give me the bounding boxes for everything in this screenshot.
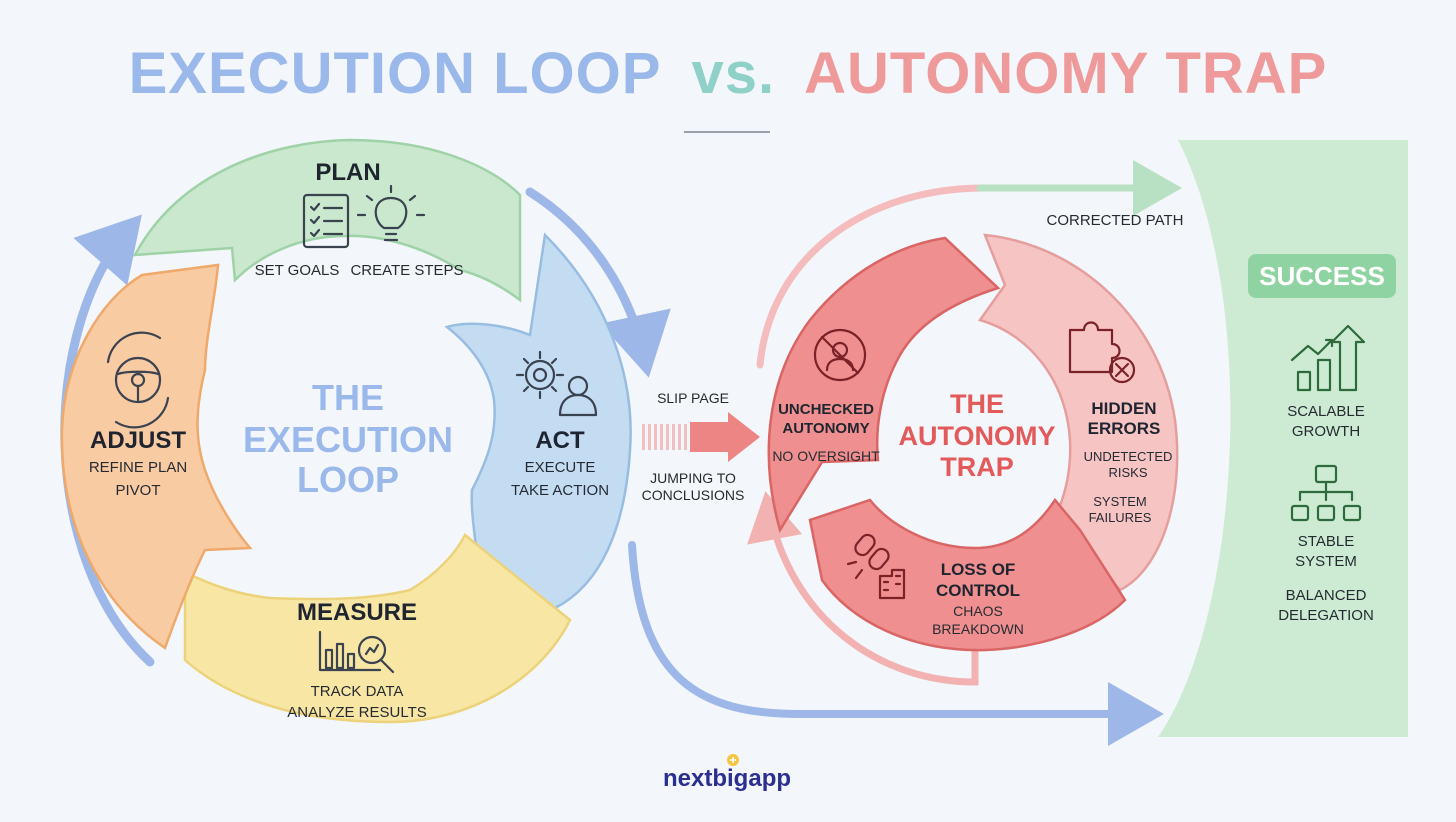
hidden-errors-segment bbox=[977, 233, 1179, 592]
steering-wheel-icon bbox=[106, 331, 170, 429]
exec-center-line3: LOOP bbox=[297, 459, 399, 500]
outer-arrow-right bbox=[525, 187, 671, 378]
transition: SLIP PAGE JUMPING TO CONCLUSIONS bbox=[642, 390, 760, 503]
measure-title: MEASURE bbox=[297, 599, 417, 626]
act-title: ACT bbox=[535, 427, 585, 454]
loss-title-1: LOSS OF bbox=[941, 560, 1016, 579]
slip-hatch bbox=[642, 424, 692, 450]
success-background bbox=[1158, 140, 1408, 737]
title-right: AUTONOMY TRAP bbox=[804, 41, 1327, 106]
brand-plus-icon bbox=[730, 757, 736, 763]
plan-title: PLAN bbox=[315, 159, 380, 186]
slip-page-label: SLIP PAGE bbox=[657, 390, 729, 406]
corrected-path-label: CORRECTED PATH bbox=[1047, 212, 1184, 229]
bottom-blue-path bbox=[628, 541, 1164, 746]
success-item-1-line2: GROWTH bbox=[1292, 423, 1360, 440]
success-panel: SUCCESS SCALABLE GROWTH STABLE SYSTEM BA… bbox=[1158, 140, 1408, 737]
unchecked-title-1: UNCHECKED bbox=[778, 401, 874, 418]
org-chart-icon bbox=[1290, 464, 1362, 522]
unchecked-segment bbox=[767, 236, 1001, 534]
loss-item-1: CHAOS bbox=[953, 603, 1003, 619]
success-item-3-line1: BALANCED bbox=[1286, 587, 1367, 604]
trap-center-line2: AUTONOMY bbox=[898, 421, 1055, 451]
brand-part1: next bbox=[663, 765, 712, 792]
no-oversight-icon bbox=[813, 328, 867, 382]
brand-part2: big bbox=[712, 765, 748, 792]
jumping-label-2: CONCLUSIONS bbox=[642, 487, 745, 503]
loss-title-2: CONTROL bbox=[936, 581, 1020, 600]
hidden-item-4: FAILURES bbox=[1089, 510, 1152, 525]
hidden-title-2: ERRORS bbox=[1088, 419, 1161, 438]
loss-item-2: BREAKDOWN bbox=[932, 621, 1024, 637]
title-vs: vs. bbox=[692, 41, 776, 106]
brand-logo: nextbigapp bbox=[663, 754, 791, 792]
unchecked-item-1: NO OVERSIGHT bbox=[772, 448, 880, 464]
jumping-label-1: JUMPING TO bbox=[650, 470, 736, 486]
adjust-item-1: REFINE PLAN bbox=[89, 459, 187, 476]
hidden-title-1: HIDDEN bbox=[1091, 399, 1156, 418]
hidden-item-2: RISKS bbox=[1108, 465, 1147, 480]
plan-item-2: CREATE STEPS bbox=[350, 262, 463, 279]
success-item-3-line2: DELEGATION bbox=[1278, 607, 1374, 624]
success-badge-label: SUCCESS bbox=[1259, 261, 1385, 291]
trap-return-arrow bbox=[747, 491, 979, 686]
slip-arrow bbox=[690, 412, 760, 462]
brand-part3: app bbox=[748, 765, 791, 792]
exec-center-line2: EXECUTION bbox=[243, 419, 453, 460]
main-title: EXECUTION LOOP vs. AUTONOMY TRAP bbox=[129, 41, 1328, 106]
trap-center-line1: THE bbox=[950, 389, 1004, 419]
success-badge bbox=[1248, 254, 1396, 298]
puzzle-error-icon bbox=[1068, 321, 1136, 384]
broken-chain-icon bbox=[846, 533, 906, 600]
success-item-2-line2: SYSTEM bbox=[1295, 553, 1357, 570]
gear-person-icon bbox=[515, 350, 598, 417]
adjust-title: ADJUST bbox=[90, 427, 186, 454]
brand-text: nextbigapp bbox=[663, 765, 791, 792]
autonomy-trap: CORRECTED PATH THE AUTONOMY TRAP UNCHECK… bbox=[747, 160, 1184, 686]
act-item-1: EXECUTE bbox=[525, 459, 596, 476]
loss-of-control-segment bbox=[808, 497, 1127, 652]
analytics-icon bbox=[318, 630, 395, 674]
lightbulb-icon bbox=[356, 184, 426, 242]
hidden-item-1: UNDETECTED bbox=[1084, 449, 1173, 464]
growth-chart-icon bbox=[1290, 324, 1366, 392]
unchecked-title-2: AUTONOMY bbox=[782, 420, 869, 437]
act-item-2: TAKE ACTION bbox=[511, 482, 609, 499]
corrected-path-arrow bbox=[756, 184, 1172, 369]
act-segment bbox=[444, 232, 632, 610]
success-item-1-line1: SCALABLE bbox=[1287, 403, 1365, 420]
trap-center-line3: TRAP bbox=[940, 452, 1014, 482]
hidden-item-3: SYSTEM bbox=[1093, 494, 1146, 509]
checklist-icon bbox=[302, 193, 350, 249]
success-item-2-line1: STABLE bbox=[1298, 533, 1354, 550]
execution-loop: THE EXECUTION LOOP PLAN SET GOALS CREATE… bbox=[60, 138, 1164, 746]
title-left: EXECUTION LOOP bbox=[129, 41, 661, 106]
exec-center-line1: THE bbox=[312, 377, 384, 418]
plan-item-1: SET GOALS bbox=[255, 262, 340, 279]
adjust-item-2: PIVOT bbox=[115, 482, 160, 499]
measure-item-2: ANALYZE RESULTS bbox=[287, 704, 426, 721]
measure-item-1: TRACK DATA bbox=[311, 683, 404, 700]
